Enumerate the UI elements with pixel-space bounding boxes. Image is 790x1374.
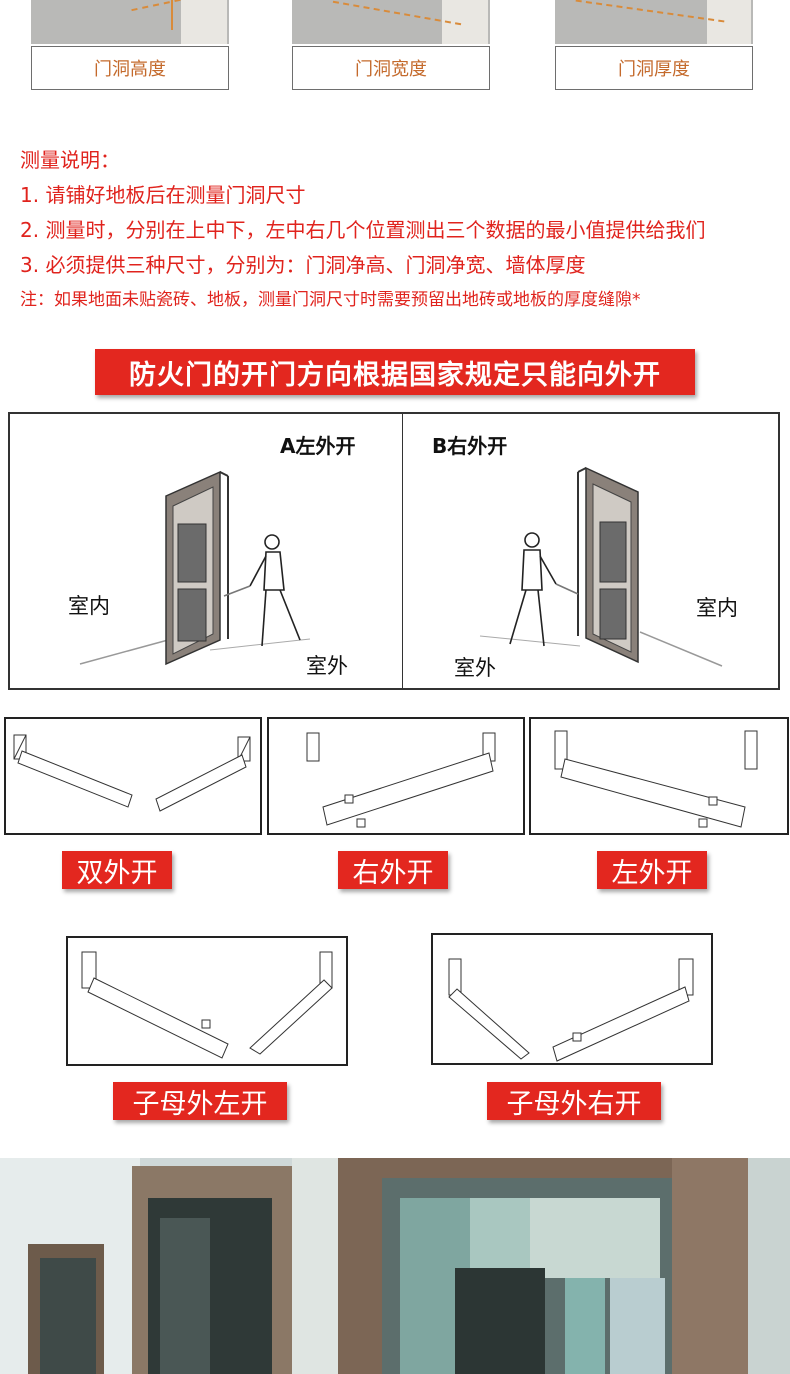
double-door-plan-icon [13, 734, 251, 812]
door-b-outside-label: 室外 [454, 656, 496, 680]
door-b-inside-label: 室内 [696, 596, 738, 620]
mother-son-right-plan-icon [448, 958, 694, 1062]
person-icon-right [509, 532, 579, 647]
measure-card-height: 门洞高度 [31, 0, 229, 90]
door-width-illustration [292, 0, 490, 44]
note-item-3: 3. 必须提供三种尺寸，分别为：门洞净高、门洞净宽、墙体厚度 [20, 253, 586, 277]
note-item-2: 2. 测量时，分别在上中下，左中右几个位置测出三个数据的最小值提供给我们 [20, 218, 706, 242]
mother-son-left-diagram [66, 936, 348, 1066]
measure-card-thickness: 门洞厚度 [555, 0, 753, 90]
right-door-plan-icon [306, 732, 496, 828]
door-icon-right [577, 466, 639, 664]
label-mother-son-left: 子母外左开 [113, 1082, 287, 1120]
diagram-divider [402, 414, 403, 688]
label-left-outward: 左外开 [597, 851, 707, 889]
wall-thickness-illustration [555, 0, 753, 44]
notes-heading: 测量说明： [20, 148, 120, 172]
person-icon-left [223, 534, 301, 647]
measurement-notes: 测量说明： 1. 请铺好地板后在测量门洞尺寸 2. 测量时，分别在上中下，左中右… [20, 143, 780, 318]
window-frames-illustration [0, 1158, 790, 1374]
measure-label-height: 门洞高度 [31, 46, 229, 90]
door-direction-diagram: A左外开 室内 室外 B右外开 室内 室外 [8, 412, 780, 690]
door-a-title: A左外开 [280, 434, 356, 458]
right-outward-diagram [267, 717, 525, 835]
label-double-outward: 双外开 [62, 851, 172, 889]
door-icon-left [165, 470, 229, 666]
opening-direction-banner: 防火门的开门方向根据国家规定只能向外开 [95, 349, 695, 395]
measure-card-width: 门洞宽度 [292, 0, 490, 90]
mother-son-right-diagram [431, 933, 713, 1065]
door-a-inside-label: 室内 [68, 594, 110, 618]
note-item-1: 1. 请铺好地板后在测量门洞尺寸 [20, 183, 306, 207]
measure-label-thickness: 门洞厚度 [555, 46, 753, 90]
double-outward-diagram [4, 717, 262, 835]
door-b-title: B右外开 [432, 434, 508, 458]
left-door-plan-icon [554, 730, 758, 828]
door-drawings [79, 466, 723, 667]
door-a-outside-label: 室外 [306, 654, 348, 678]
left-outward-diagram [529, 717, 789, 835]
label-right-outward: 右外开 [338, 851, 448, 889]
mother-son-left-plan-icon [81, 951, 333, 1059]
measure-label-width: 门洞宽度 [292, 46, 490, 90]
note-footnote: 注：如果地面未贴瓷砖、地板，测量门洞尺寸时需要预留出地砖或地板的厚度缝隙* [20, 290, 641, 310]
door-height-illustration [31, 0, 229, 44]
label-mother-son-right: 子母外右开 [487, 1082, 661, 1120]
fire-window-photo [0, 1158, 790, 1374]
